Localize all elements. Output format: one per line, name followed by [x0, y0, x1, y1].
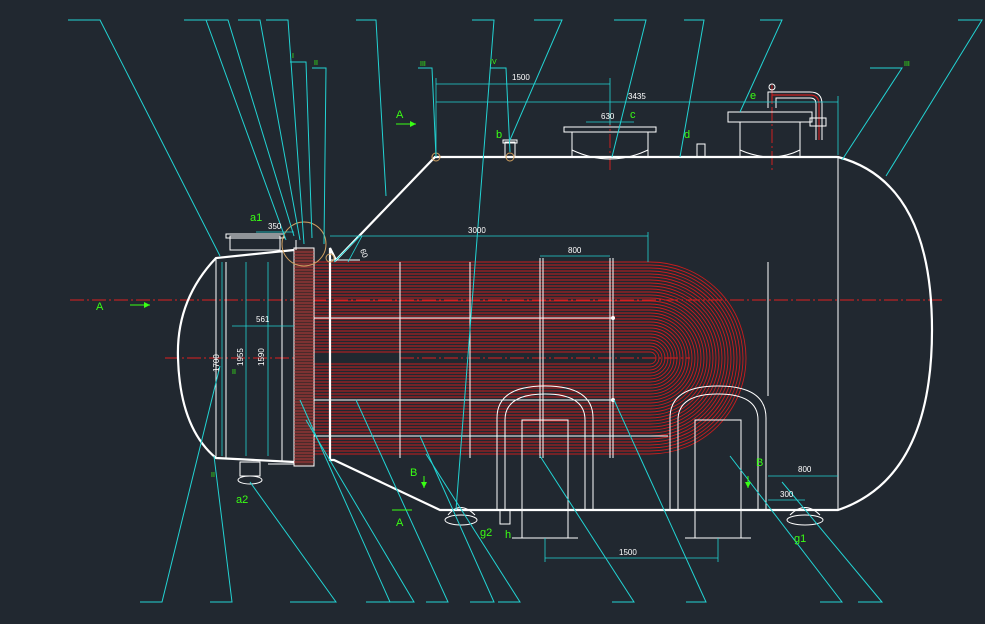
- u-tube: [314, 336, 672, 380]
- dimension-lines: [221, 78, 839, 562]
- label-c: c: [630, 109, 636, 121]
- u-tube: [314, 312, 696, 404]
- label-e: e: [750, 90, 756, 102]
- u-tube: [314, 345, 663, 371]
- label-g1: g1: [794, 533, 806, 545]
- label-g2: g2: [480, 527, 492, 539]
- u-tube: [314, 330, 678, 386]
- u-tube: [314, 318, 690, 398]
- u-tube: [314, 261, 747, 455]
- u-tube: [314, 273, 735, 443]
- detail-circle-small: [325, 253, 335, 263]
- u-tube: [314, 306, 702, 410]
- label-section-b-left: B: [410, 467, 417, 479]
- label-section-a-left: A: [96, 301, 104, 313]
- detail-circle: [281, 221, 327, 267]
- dim-3435: 3435: [628, 92, 646, 101]
- u-tube: [314, 264, 744, 452]
- dim-60: 60: [358, 248, 370, 260]
- label-roman-3: III: [420, 61, 426, 68]
- dim-1955: 1955: [236, 348, 245, 366]
- label-section-a-bottom: A: [396, 517, 404, 529]
- nozzle-g2: [444, 507, 478, 526]
- dim-800-mid: 800: [568, 246, 582, 255]
- dim-350: 350: [268, 222, 282, 231]
- label-h: h: [505, 529, 511, 541]
- channel-head: [176, 248, 295, 464]
- dim-630: 630: [601, 112, 615, 121]
- u-tube: [314, 351, 657, 365]
- label-roman-1: I: [292, 53, 294, 60]
- label-roman-4: IV: [490, 59, 497, 66]
- nozzle-a2: [237, 461, 294, 485]
- label-a2: a2: [236, 494, 248, 506]
- manway-c: [563, 126, 657, 160]
- label-b: b: [496, 129, 502, 141]
- u-tube: [314, 327, 681, 389]
- u-tube: [314, 282, 726, 434]
- label-a1: a1: [250, 212, 262, 224]
- nozzle-small-top: [696, 143, 706, 158]
- label-d: d: [684, 129, 690, 141]
- leader-lines: [68, 19, 983, 603]
- u-tube: [314, 342, 666, 374]
- dim-300: 300: [780, 490, 794, 499]
- nozzle-h: [499, 509, 511, 525]
- nozzle-a1: [225, 233, 297, 251]
- label-roman-7: II: [232, 369, 236, 376]
- nozzle-d-assembly: [727, 83, 827, 158]
- label-roman-2: II: [314, 60, 318, 67]
- support-plates: [314, 258, 769, 458]
- label-roman-6: II: [211, 472, 215, 479]
- u-tube: [314, 291, 717, 425]
- label-section-b-right: B: [756, 457, 763, 469]
- u-tube: [314, 276, 732, 440]
- dim-1500-top: 1500: [512, 73, 530, 82]
- label-section-a-top: A: [396, 109, 404, 121]
- u-tube: [314, 309, 699, 407]
- dim-3000: 3000: [468, 226, 486, 235]
- u-tube: [314, 288, 720, 428]
- dim-1700: 1700: [212, 354, 221, 372]
- nozzle-g1: [786, 507, 824, 526]
- u-tube-bundle: [314, 261, 747, 455]
- section-arrows: [130, 121, 751, 511]
- dim-561: 561: [256, 315, 270, 324]
- dim-1500-bottom: 1500: [619, 548, 637, 557]
- dim-1590: 1590: [257, 348, 266, 366]
- u-tube: [314, 315, 693, 401]
- tubesheet: [293, 247, 315, 467]
- u-tube: [314, 339, 669, 377]
- u-tube: [314, 297, 711, 419]
- u-tube: [314, 270, 738, 446]
- u-tube: [314, 267, 741, 449]
- u-tube: [314, 321, 687, 395]
- dim-800-right: 800: [798, 465, 812, 474]
- u-tube: [314, 348, 660, 368]
- u-tube: [314, 303, 705, 413]
- u-tube: [314, 333, 675, 383]
- u-tube: [314, 279, 729, 437]
- u-tube: [314, 324, 684, 392]
- label-roman-5: III: [904, 61, 910, 68]
- u-tube: [314, 294, 714, 422]
